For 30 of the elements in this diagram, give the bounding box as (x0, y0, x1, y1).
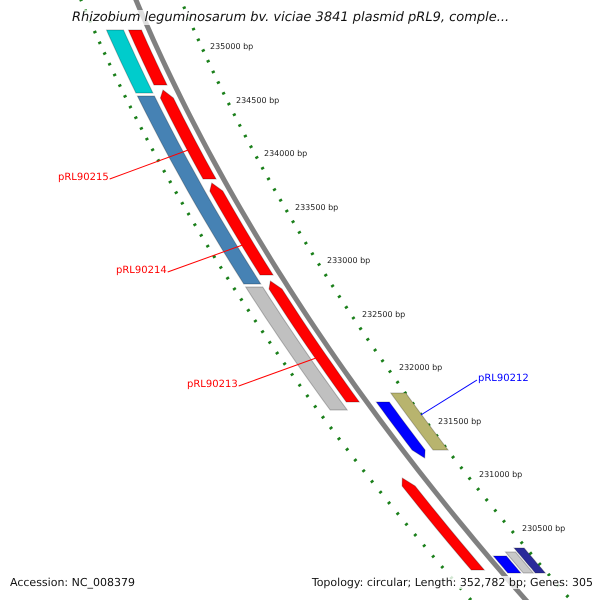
gene-label: pRL90215 (58, 173, 109, 183)
tick-label: 233500 bp (295, 204, 338, 212)
gene-bar (268, 280, 360, 402)
gene-label: pRL90213 (187, 380, 238, 390)
tick-label: 232000 bp (399, 364, 442, 372)
gene-bar (209, 182, 274, 276)
tick-label: 232500 bp (362, 311, 406, 319)
summary-text: Topology: circular; Length: 352,782 bp; Genes: 305 (310, 576, 595, 589)
tick-label: 231000 bp (479, 471, 522, 479)
gene-bar (402, 477, 486, 570)
leader-line (420, 380, 478, 416)
gene-bar (106, 30, 154, 94)
gene-bar (128, 30, 168, 86)
tick-label: 230500 bp (522, 525, 566, 533)
accession-text: Accession: NC_008379 (8, 576, 138, 589)
leader-line (238, 358, 317, 386)
gene-bar (492, 556, 522, 574)
gene-bar (160, 89, 217, 180)
tick-label: 235000 bp (210, 43, 254, 51)
leader-line (109, 150, 189, 180)
tick-label: 234500 bp (236, 97, 280, 105)
tick-label: 233000 bp (327, 257, 370, 265)
gene-bar (375, 402, 426, 459)
gene-label: pRL90212 (478, 374, 529, 384)
tick-label: 231500 bp (438, 418, 482, 426)
gene-label: pRL90214 (116, 266, 167, 276)
gene-bar (504, 552, 534, 574)
gene-bar (244, 286, 348, 410)
leader-line (167, 244, 244, 272)
gene-bar (513, 548, 546, 574)
